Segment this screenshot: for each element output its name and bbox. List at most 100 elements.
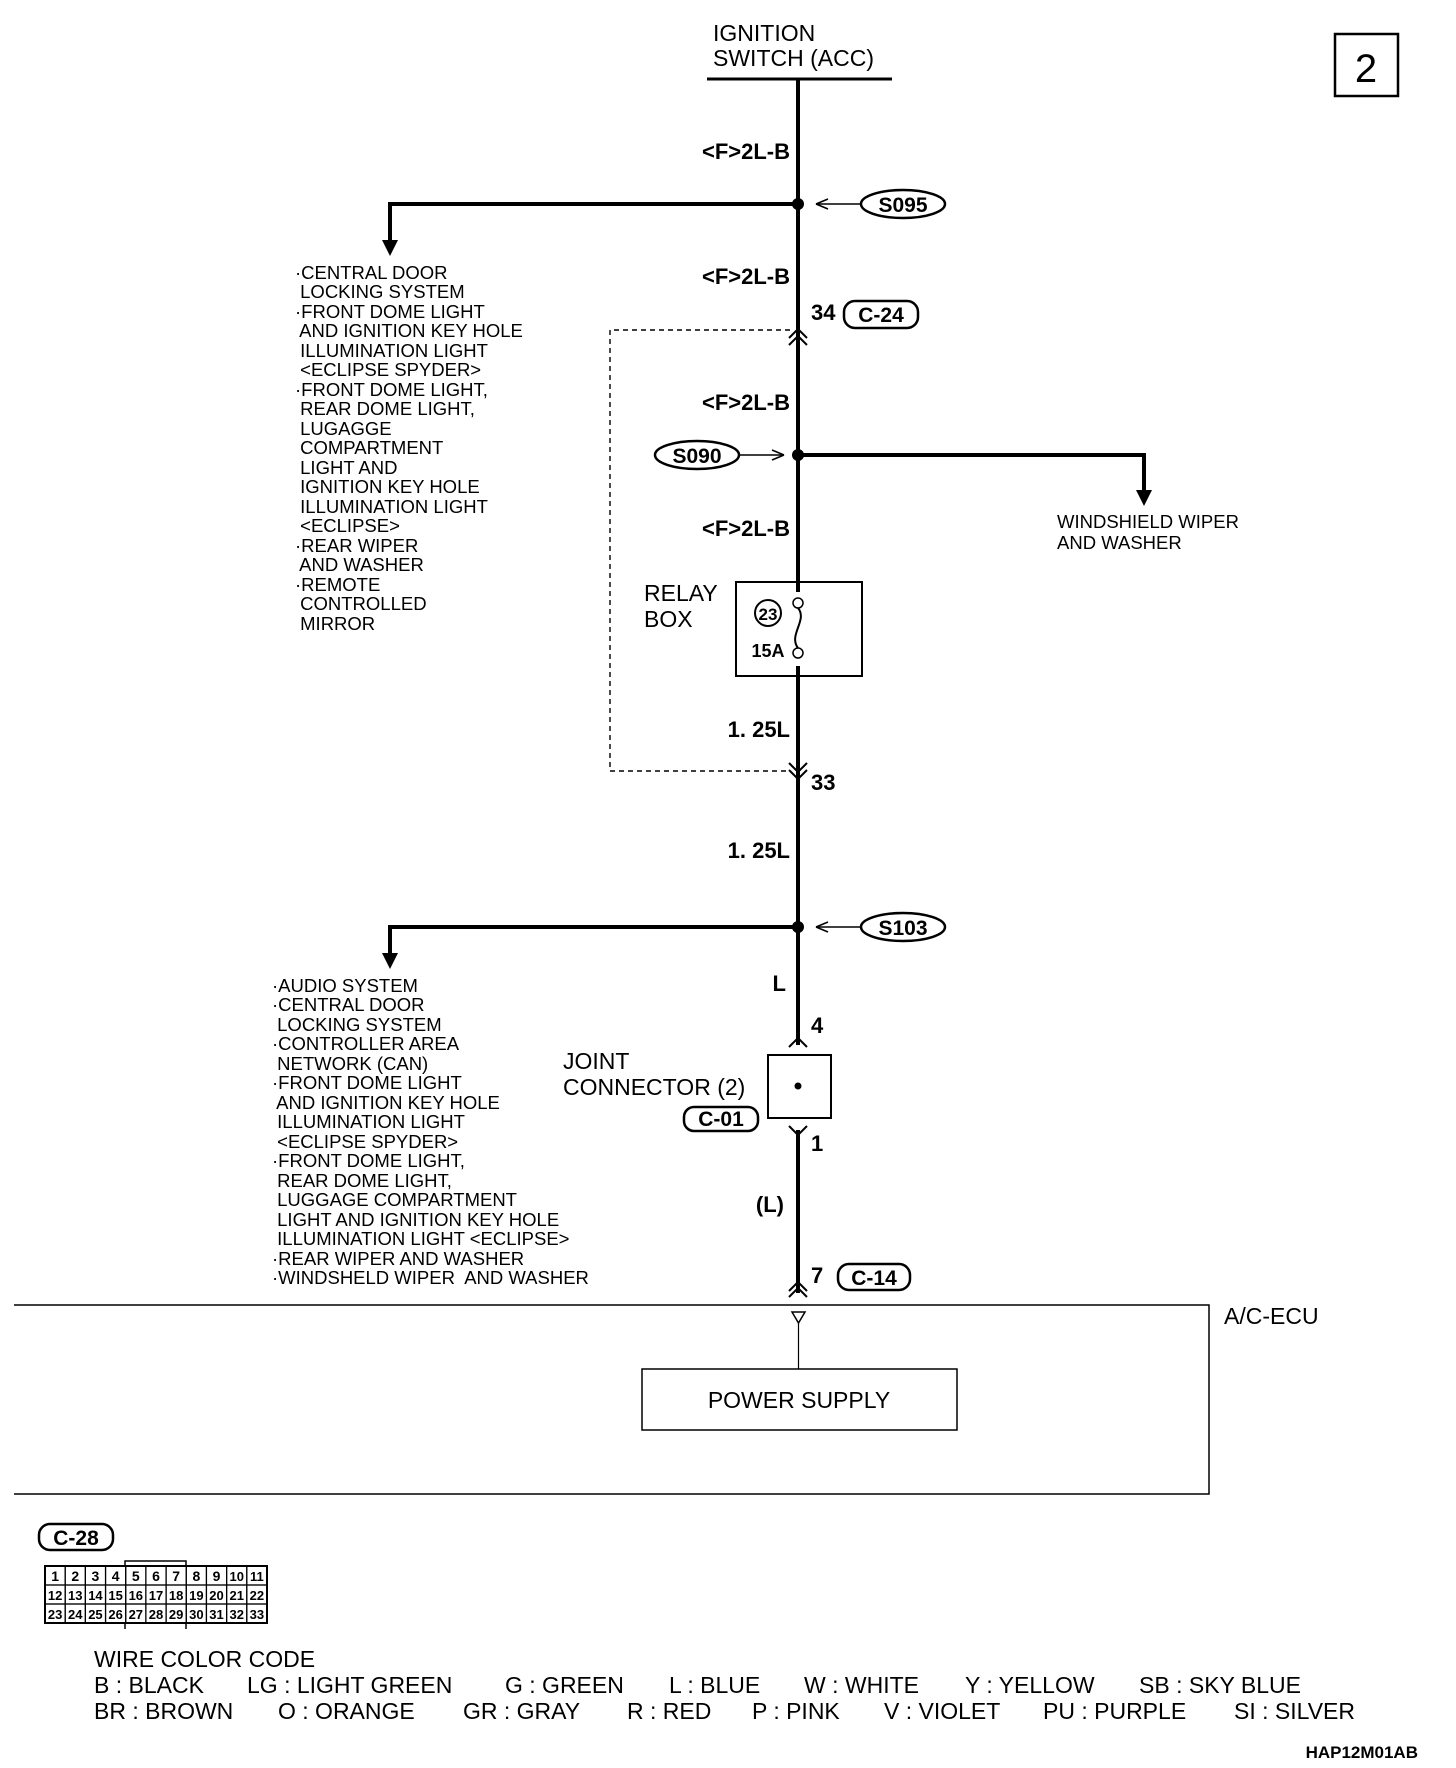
c28-pin-number: 20 [209, 1588, 223, 1603]
branch-s103-line: REAR DOME LIGHT, [272, 1170, 452, 1191]
branch-arrow-s103 [382, 953, 398, 969]
fuse-link [794, 607, 802, 649]
branch-s095-line: REAR DOME LIGHT, [295, 398, 475, 419]
c28-pin-number: 15 [108, 1588, 122, 1603]
ignition-label-line2: SWITCH (ACC) [713, 45, 874, 71]
page-number-box [1333, 32, 1400, 98]
connector-group-dashed [609, 329, 790, 772]
branch-s103-line: LOCKING SYSTEM [272, 1014, 442, 1035]
pin-1-label: 1 [811, 1131, 823, 1156]
branch-s095-line: <ECLIPSE> [295, 515, 400, 536]
branch-s103-line: LUGGAGE COMPARTMENT [272, 1189, 517, 1210]
branch-s103-line: ILLUMINATION LIGHT [272, 1111, 465, 1132]
branch-s103-line: ·AUDIO SYSTEM [272, 975, 418, 996]
branch-s095-line: MIRROR [295, 613, 375, 634]
splice-pointer-head-s095 [815, 198, 829, 210]
c28-pin-number: 29 [169, 1607, 183, 1622]
connector-mark-33 [788, 762, 808, 781]
c28-pin-number: 7 [172, 1568, 180, 1584]
color-code-item: P : PINK [752, 1698, 840, 1724]
branch-wire-s095 [388, 202, 798, 240]
branch-s095-line: IGNITION KEY HOLE [295, 476, 480, 497]
branch-s103-line: LIGHT AND IGNITION KEY HOLE [272, 1209, 559, 1230]
branch-arrow-s095 [382, 240, 398, 256]
branch-s103-line: ·FRONT DOME LIGHT [272, 1072, 462, 1093]
joint-connector-box [767, 1054, 832, 1119]
relay-box-label-line2: BOX [644, 606, 693, 632]
c28-pin-number: 25 [88, 1607, 102, 1622]
connector-tag-c14 [836, 1262, 912, 1292]
fuse-number-badge [754, 599, 782, 627]
splice-pointer-head-s090 [771, 449, 785, 461]
c28-pin-number: 8 [192, 1568, 200, 1584]
branch-s095-line: LOCKING SYSTEM [295, 281, 465, 302]
relay-box-label-line1: RELAY [644, 580, 718, 606]
c28-pin-number: 31 [209, 1607, 223, 1622]
color-code-item: W : WHITE [804, 1672, 919, 1698]
joint-connector-label-line1: JOINT [563, 1048, 629, 1074]
color-code-item: B : BLACK [94, 1672, 205, 1698]
connector-tag-c24 [842, 299, 920, 330]
branch-s095-line: LIGHT AND [295, 457, 397, 478]
joint-connector-dot [794, 1082, 802, 1090]
wire-label-6: 1. 25L [728, 838, 790, 863]
branch-s090-line: WINDSHIELD WIPER [1057, 511, 1239, 532]
c28-pin-number: 16 [129, 1588, 143, 1603]
branch-s103-line: NETWORK (CAN) [272, 1053, 428, 1074]
color-code-item: O : ORANGE [278, 1698, 415, 1724]
branch-s095-list: ·CENTRAL DOOR LOCKING SYSTEM ·FRONT DOME… [295, 262, 523, 634]
branch-s103-line: ·CENTRAL DOOR [272, 994, 424, 1015]
fuse-terminal-bottom [792, 647, 804, 659]
connector-label-c24: C-24 [858, 304, 904, 327]
branch-s103-line: AND IGNITION KEY HOLE [272, 1092, 500, 1113]
joint-connector-label-line2: CONNECTOR (2) [563, 1074, 745, 1100]
splice-label-s103: S103 [878, 917, 927, 940]
c28-pin-cell [246, 1603, 268, 1624]
splice-label-s090: S090 [672, 445, 721, 468]
branch-wire-s090 [798, 453, 1146, 490]
pin-7-label: 7 [811, 1263, 823, 1288]
branch-s095-line: AND IGNITION KEY HOLE [295, 320, 523, 341]
color-code-item: R : RED [627, 1698, 711, 1724]
wire-label-4: <F>2L-B [702, 516, 790, 541]
connector-tag-c28 [37, 1522, 115, 1552]
c28-pin-number: 13 [68, 1588, 82, 1603]
branch-s103-list: ·AUDIO SYSTEM ·CENTRAL DOOR LOCKING SYST… [272, 975, 589, 1288]
c28-latch [124, 1560, 187, 1566]
connector-mark-4 [788, 1036, 808, 1048]
color-code-item: PU : PURPLE [1043, 1698, 1186, 1724]
branch-s103-line: ·FRONT DOME LIGHT, [272, 1150, 465, 1171]
c28-pin-number: 32 [229, 1607, 243, 1622]
connector-mark-1 [788, 1125, 808, 1137]
splice-pointer-head-s103 [815, 921, 829, 933]
c28-pin-number: 9 [213, 1568, 221, 1584]
wire-label-3: <F>2L-B [702, 390, 790, 415]
c28-pin-number: 3 [92, 1568, 100, 1584]
pin-4-label: 4 [811, 1013, 824, 1038]
wire-label-2: <F>2L-B [702, 264, 790, 289]
ecu-outline [14, 1304, 1210, 1495]
c28-pin-number: 14 [88, 1588, 103, 1603]
color-code-item: GR : GRAY [463, 1698, 580, 1724]
fuse-rating: 15A [751, 641, 784, 661]
ecu-input-terminal [790, 1311, 807, 1325]
connector-mark-34 [788, 327, 808, 346]
branch-s095-line: CONTROLLED [295, 593, 427, 614]
color-code-item: G : GREEN [505, 1672, 624, 1698]
c28-pin-number: 5 [132, 1568, 140, 1584]
branch-s095-line: <ECLIPSE SPYDER> [295, 359, 481, 380]
c28-pin-number: 1 [51, 1568, 59, 1584]
color-code-item: Y : YELLOW [965, 1672, 1095, 1698]
color-code-item: LG : LIGHT GREEN [247, 1672, 452, 1698]
c28-pin-number: 4 [112, 1568, 120, 1584]
c28-pin-number: 17 [149, 1588, 163, 1603]
branch-s090-line: AND WASHER [1057, 532, 1182, 553]
c28-pin-number: 22 [250, 1588, 264, 1603]
color-code-item: SI : SILVER [1234, 1698, 1355, 1724]
c28-pin-number: 21 [229, 1588, 243, 1603]
c28-pin-number: 19 [189, 1588, 203, 1603]
branch-wire-s103 [388, 925, 798, 953]
c28-pin-number: 26 [108, 1607, 122, 1622]
branch-arrow-s090 [1136, 490, 1152, 506]
